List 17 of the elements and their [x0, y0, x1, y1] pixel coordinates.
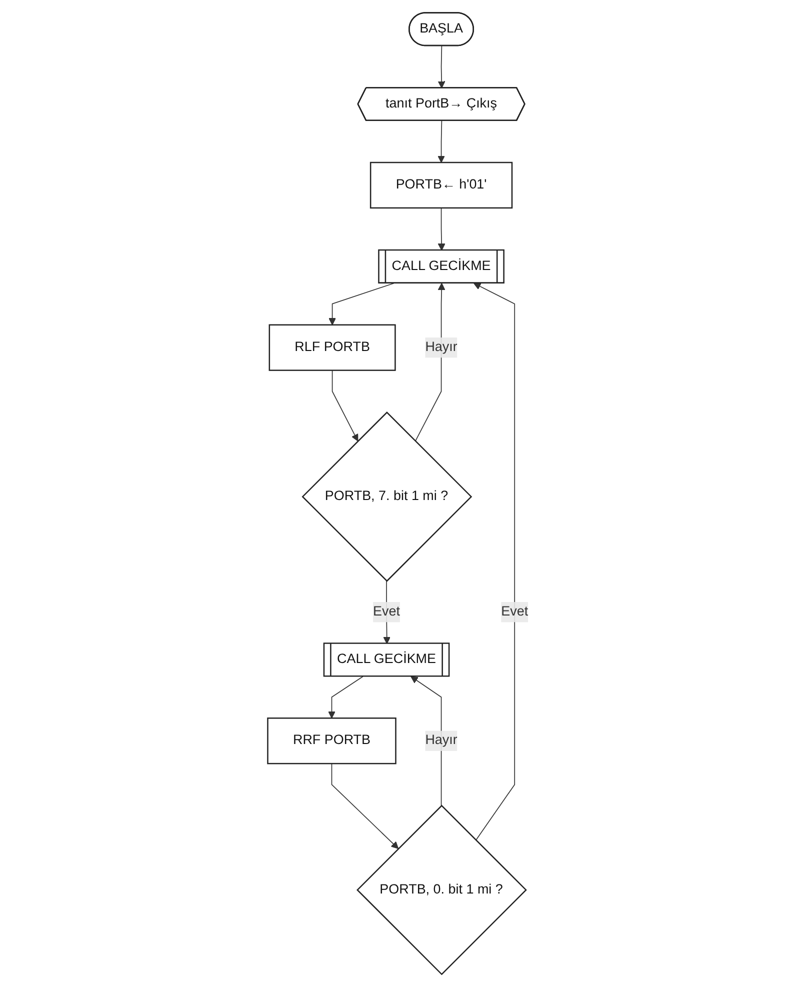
arrow — [330, 763, 398, 849]
edge-label: Hayır — [424, 340, 457, 354]
node-diamond: PORTB, 0. bit 1 mi ? — [356, 804, 526, 976]
edge-label: Hayır — [424, 733, 457, 748]
edge-label: Evet — [500, 604, 528, 619]
arrow — [331, 370, 358, 442]
arrow — [473, 282, 515, 841]
arrow — [437, 120, 445, 163]
node-diamond: PORTB, 7. bit 1 mi ? — [301, 411, 472, 582]
node-box: RLF PORTB — [268, 324, 396, 371]
arrow — [437, 46, 445, 88]
node-box: RRF PORTB — [266, 718, 396, 764]
arrow — [328, 676, 363, 718]
node-box: PORTB← h'01' — [370, 162, 512, 209]
arrow — [328, 282, 394, 326]
edge-label: Evet — [372, 604, 400, 619]
arrow — [437, 208, 445, 251]
